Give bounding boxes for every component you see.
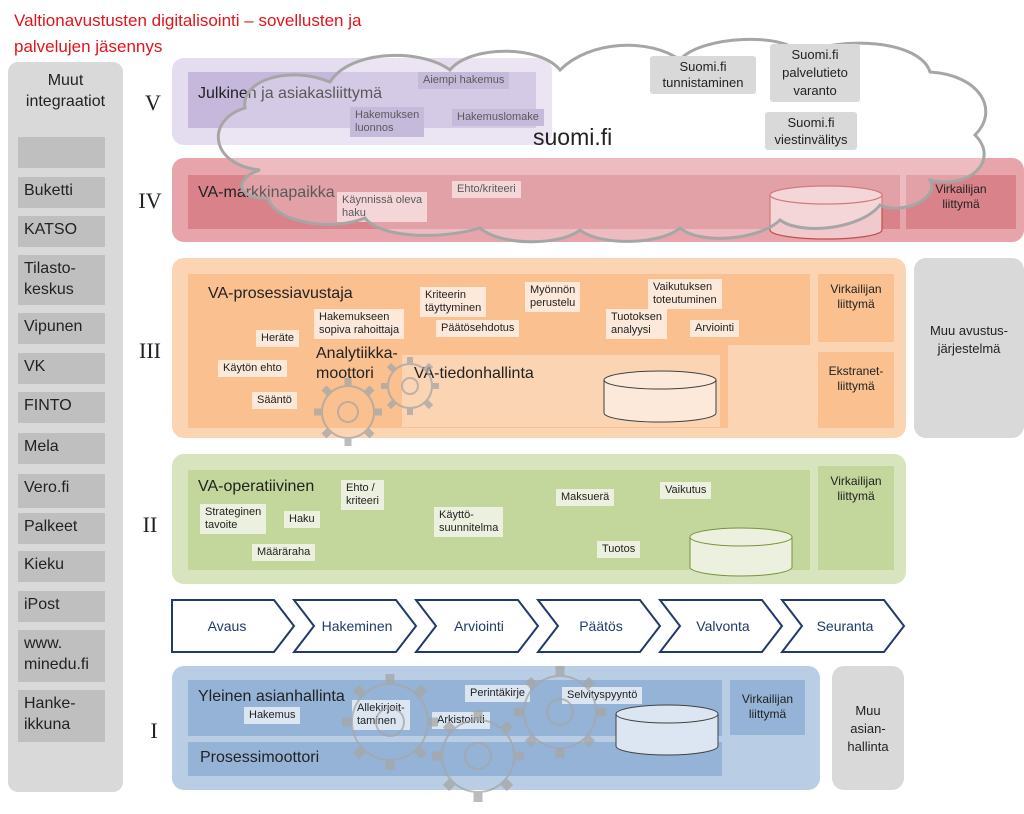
- officer-interface-i-box: [730, 680, 805, 735]
- previous-application-label: Aiempi hakemus: [418, 72, 510, 89]
- other-case-management-box: Muu asian- hallinta: [832, 666, 904, 790]
- usage-plan-label: Käyttö- suunnitelma: [434, 507, 504, 537]
- integration-item: Mela: [18, 433, 105, 464]
- process-step-arrow: [535, 599, 662, 653]
- storage-iii-icon: [603, 370, 717, 423]
- gear-icon: [314, 378, 382, 446]
- process-step-label: Avaus: [208, 618, 247, 634]
- gear-icon: [342, 674, 438, 770]
- ongoing-call-label: Käynnissä oleva haku: [337, 192, 428, 222]
- other-grant-system-box: Muu avustus- järjestelmä: [914, 258, 1024, 438]
- level-label-v: V: [145, 90, 161, 115]
- application-draft-label: Hakemuksen luonnos: [350, 107, 425, 137]
- output-label: Tuotos: [597, 541, 641, 558]
- instalment-label: Maksuerä: [556, 489, 615, 506]
- information-management-title: VA-tiedonhallinta: [414, 365, 534, 382]
- report-request-label: Selvityspyyntö: [562, 687, 643, 704]
- process-step-arrow: [171, 599, 296, 653]
- case-management-title: Yleinen asianhallinta: [198, 688, 345, 705]
- grant-justification-label: Myönnön perustelu: [525, 282, 581, 312]
- officer-interface-iii-label: Virkailijan liittymä: [830, 282, 882, 311]
- evaluation-label: Arviointi: [690, 320, 740, 337]
- rule-label: Sääntö: [252, 392, 297, 409]
- trigger-label: Heräte: [256, 330, 300, 347]
- integration-item: VK: [18, 353, 105, 384]
- suomi-fi-label: suomi.fi: [533, 124, 613, 150]
- condition-criteria-label: Ehto/kriteeri: [452, 181, 521, 198]
- integration-item: Vero.fi: [18, 474, 105, 508]
- impact-label: Vaikutus: [660, 482, 712, 499]
- impact-realisation-label: Vaikutuksen toteutuminen: [648, 279, 722, 309]
- terms-of-use-label: Käytön ehto: [218, 360, 287, 377]
- process-assistant-title: VA-prosessiavustaja: [208, 285, 353, 302]
- process-assistant-notch: [728, 345, 810, 428]
- other-integrations-heading: Muut integraatiot: [25, 72, 106, 110]
- criteria-fulfilment-label: Kriteerin täyttyminen: [420, 287, 487, 317]
- process-step-label: Valvonta: [696, 618, 750, 634]
- gear-icon: [514, 666, 606, 758]
- extranet-interface-box: [818, 352, 894, 428]
- officer-interface-ii-label: Virkailijan liittymä: [830, 474, 882, 503]
- process-step-label: Hakeminen: [322, 618, 393, 634]
- storage-ii-icon: [689, 527, 793, 577]
- process-step-label: Seuranta: [817, 618, 874, 634]
- integration-item: Kieku: [18, 551, 105, 582]
- integration-item: Hanke- ikkuna: [18, 690, 105, 742]
- integration-item: Buketti: [18, 177, 105, 208]
- process-engine-title: Prosessimoottori: [200, 749, 320, 766]
- suitable-funder-label: Hakemukseen sopiva rahoittaja: [314, 309, 405, 339]
- integration-item: FINTO: [18, 392, 105, 423]
- integration-item: iPost: [18, 591, 105, 622]
- strategic-goal-label: Strateginen tavoite: [200, 504, 267, 534]
- gear-icon: [432, 710, 524, 802]
- suomi-fi-messaging-box: Suomi.fi viestinvälitys: [765, 112, 857, 150]
- collection-letter-label: Perintäkirje: [465, 685, 531, 702]
- suomi-fi-authentication-box: Suomi.fi tunnistaminen: [650, 56, 756, 94]
- process-chain: Avaus Hakeminen Arviointi Päätös Valvonta Seu…: [171, 599, 906, 653]
- integration-item: [18, 137, 105, 168]
- signing-label: Allekirjoit- taminen: [352, 700, 410, 730]
- integration-item: Vipunen: [18, 313, 105, 344]
- level-label-iii: III: [139, 338, 161, 363]
- integration-item: Palkeet: [18, 513, 105, 544]
- process-step-arrow: [291, 599, 418, 653]
- gear-icon: [381, 357, 439, 415]
- integration-item: Tilasto- keskus: [18, 255, 105, 305]
- extranet-interface-label: Ekstranet- liittymä: [828, 364, 884, 393]
- marketplace-title: VA-markkinapaikka: [198, 183, 335, 203]
- diagram-title: Valtionavustusten digitalisointi – sovel…: [14, 11, 362, 56]
- level-label-iv: IV: [138, 188, 162, 213]
- integration-item: KATSO: [18, 216, 105, 247]
- process-step-arrow: [413, 599, 540, 653]
- officer-interface-iv-box: [906, 175, 1016, 229]
- appropriation-label: Määräraha: [252, 544, 316, 561]
- process-step-label: Päätös: [579, 618, 623, 634]
- suomi-fi-service-data-box: Suomi.fi palvelutieto varanto: [770, 44, 860, 102]
- application-i-label: Hakemus: [244, 707, 301, 724]
- officer-interface-iii-box: [818, 274, 894, 342]
- call-label: Haku: [284, 511, 320, 528]
- decision-proposal-label: Päätösehdotus: [436, 320, 520, 337]
- output-analysis-label: Tuotoksen analyysi: [606, 309, 667, 339]
- level-label-ii: II: [142, 512, 158, 537]
- process-step-arrow: [657, 599, 784, 653]
- analytics-engine-title: Analytiikka- moottori: [316, 345, 398, 382]
- condition-criteria-ii-label: Ehto / kriteeri: [341, 480, 385, 510]
- officer-interface-ii-box: [818, 466, 894, 570]
- officer-interface-i-label: Virkailijan liittymä: [741, 692, 794, 721]
- process-step-arrow: [779, 599, 906, 653]
- integration-item: www. minedu.fi: [18, 630, 105, 682]
- officer-interface-iv-label: Virkailijan liittymä: [935, 182, 987, 211]
- public-interface-title: Julkinen ja asiakasliittymä: [198, 85, 382, 102]
- application-form-label: Hakemuslomake: [452, 109, 544, 126]
- storage-i-icon: [615, 704, 719, 756]
- operative-title: VA-operatiivinen: [198, 478, 315, 495]
- level-label-i: I: [150, 718, 158, 743]
- process-step-label: Arviointi: [454, 618, 504, 634]
